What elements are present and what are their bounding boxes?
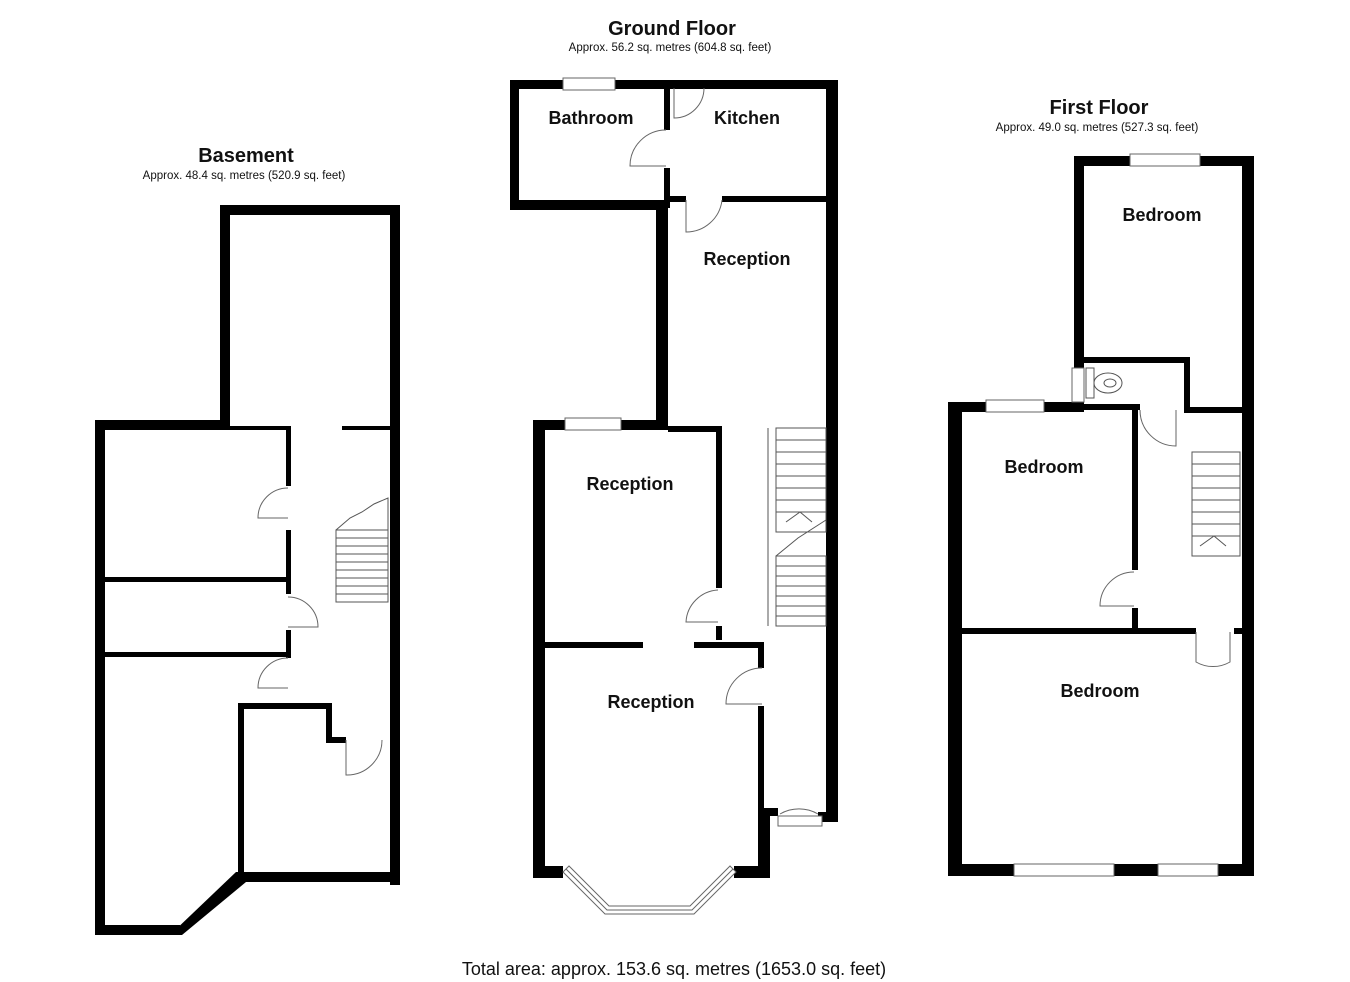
total-area: Total area: approx. 153.6 sq. metres (16… (462, 959, 886, 979)
first-floor-title: First Floor (1050, 97, 1149, 119)
bay-window-line (565, 868, 734, 911)
door (287, 596, 319, 628)
wall (758, 706, 764, 814)
door (673, 87, 705, 119)
wall (664, 86, 670, 130)
wall (286, 530, 291, 594)
room-label-bathroom: Bathroom (549, 108, 634, 128)
wall (105, 577, 291, 582)
ground-floor-title: Ground Floor (608, 18, 736, 40)
window (1013, 863, 1115, 877)
wall (510, 200, 668, 210)
wall (948, 402, 962, 876)
door (685, 199, 723, 233)
wall (238, 703, 332, 709)
wall (818, 812, 838, 822)
wall (758, 642, 764, 668)
front-door-threshold (777, 815, 823, 827)
wall (716, 426, 722, 588)
wall (1242, 156, 1254, 876)
wall (170, 872, 246, 935)
window (1157, 863, 1219, 877)
basement-area: Approx. 48.4 sq. metres (520.9 sq. feet) (143, 170, 346, 182)
room-label-bedroom: Bedroom (1060, 681, 1139, 701)
wall (390, 205, 400, 885)
room-label-kitchen: Kitchen (714, 108, 780, 128)
wall (716, 626, 722, 640)
wall (236, 872, 400, 882)
wall (95, 925, 180, 935)
basement-stairs (335, 497, 389, 603)
wall (826, 80, 838, 822)
wall (1184, 407, 1244, 413)
wall (1074, 156, 1084, 368)
wall (286, 426, 291, 486)
room-label-reception: Reception (607, 692, 694, 712)
toilet-icon (1085, 367, 1123, 399)
room-label-reception: Reception (586, 474, 673, 494)
wall (734, 866, 770, 878)
first-floor-stairs (1191, 451, 1241, 557)
door (725, 667, 763, 705)
wall (95, 420, 105, 935)
window (1129, 153, 1201, 167)
wall (668, 426, 722, 432)
wall (220, 205, 230, 430)
door (257, 657, 289, 689)
wall (694, 642, 762, 648)
ground-floor-stairs (767, 427, 827, 627)
door (1139, 409, 1177, 447)
room-label-bedroom: Bedroom (1122, 205, 1201, 225)
wall (962, 628, 1196, 634)
room-label-reception: Reception (703, 249, 790, 269)
ground-floor-area: Approx. 56.2 sq. metres (604.8 sq. feet) (569, 42, 772, 54)
wall (105, 652, 291, 657)
wall (1184, 357, 1190, 413)
wall (286, 630, 291, 658)
first-floor-area: Approx. 49.0 sq. metres (527.3 sq. feet) (996, 122, 1199, 134)
door (779, 808, 819, 815)
wall (1084, 357, 1190, 363)
bay-window (562, 865, 737, 915)
basement-title: Basement (198, 145, 294, 167)
door (685, 589, 719, 623)
wall (238, 703, 244, 878)
room-label-bedroom: Bedroom (1004, 457, 1083, 477)
wall (533, 866, 563, 878)
wall (664, 168, 670, 208)
wall (1132, 404, 1138, 570)
wall (95, 420, 230, 430)
wall (1080, 404, 1140, 410)
wall (510, 80, 838, 89)
wall (342, 426, 390, 430)
wall (326, 737, 346, 743)
wall (230, 426, 288, 430)
wall (326, 703, 332, 743)
wall (533, 420, 545, 878)
door (1195, 632, 1231, 668)
window (564, 417, 622, 431)
first-floor-plan: First Floor Approx. 49.0 sq. metres (527… (948, 97, 1254, 877)
wall (656, 200, 668, 428)
wall (758, 808, 770, 878)
basement-plan: Basement Approx. 48.4 sq. metres (520.9 … (95, 145, 400, 935)
wall (1234, 628, 1244, 634)
window (985, 399, 1045, 413)
window (1071, 367, 1085, 403)
wall (668, 196, 686, 202)
window (562, 77, 616, 91)
wall (722, 196, 830, 202)
wall (510, 80, 519, 210)
door (345, 739, 383, 776)
ground-floor-plan: Ground Floor Approx. 56.2 sq. metres (60… (510, 18, 838, 915)
wall (220, 205, 400, 215)
wall (545, 642, 643, 648)
wall (1132, 608, 1138, 634)
door (629, 129, 667, 167)
door (1099, 571, 1135, 607)
door (257, 487, 289, 519)
